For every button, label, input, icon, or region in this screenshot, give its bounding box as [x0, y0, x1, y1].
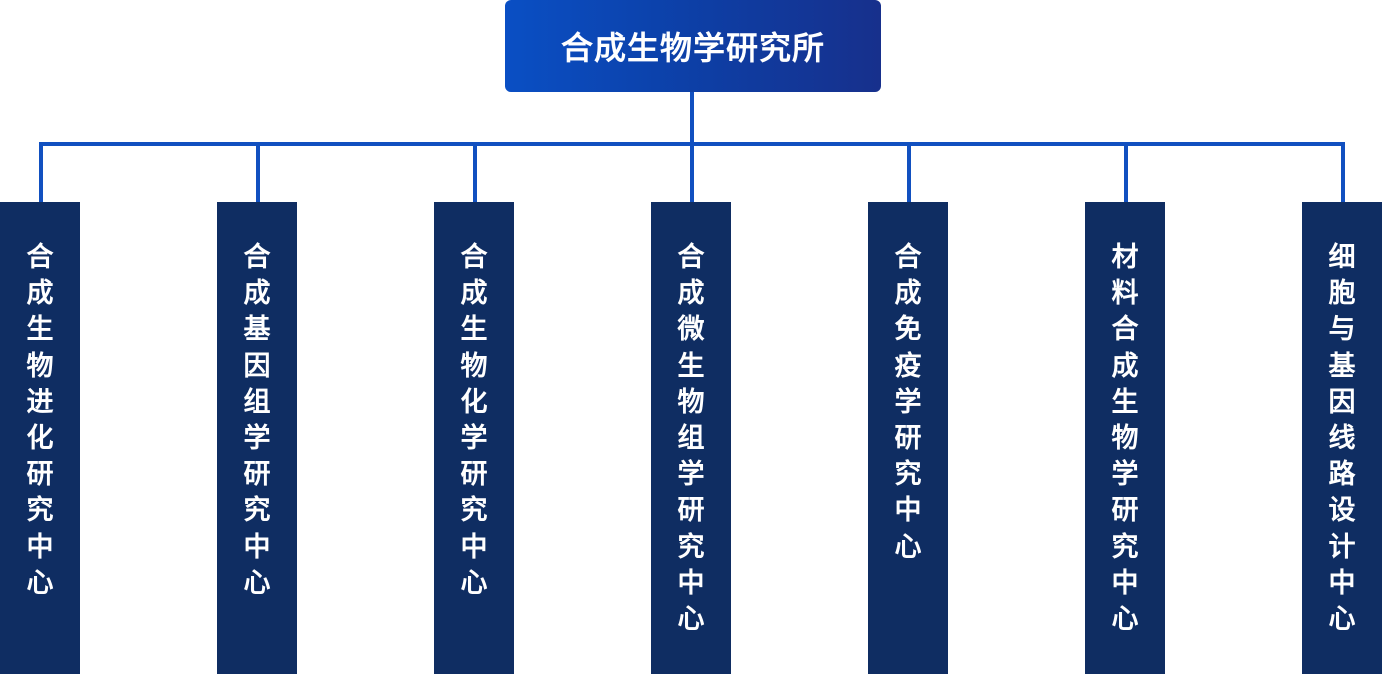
center-node-genomics: 合成基因组学研究中心 [217, 202, 297, 674]
center-node-immunology: 合成免疫学研究中心 [868, 202, 948, 674]
connector-drop-6 [1124, 142, 1128, 202]
connector-drop-5 [907, 142, 911, 202]
center-node-materials: 材料合成生物学研究中心 [1085, 202, 1165, 674]
center-node-gene-circuit: 细胞与基因线路设计中心 [1302, 202, 1382, 674]
center-node-biochemistry: 合成生物化学研究中心 [434, 202, 514, 674]
center-node-label: 合成基因组学研究中心 [243, 242, 271, 599]
center-node-label: 合成微生物组学研究中心 [677, 242, 705, 636]
center-node-label: 合成生物进化研究中心 [26, 242, 54, 599]
root-node-institute: 合成生物学研究所 [505, 0, 881, 92]
center-node-microbiome: 合成微生物组学研究中心 [651, 202, 731, 674]
center-node-label: 细胞与基因线路设计中心 [1328, 242, 1356, 636]
connector-drop-4 [690, 142, 694, 202]
center-node-label: 合成生物化学研究中心 [460, 242, 488, 599]
connector-drop-1 [39, 142, 43, 202]
connector-drop-3 [473, 142, 477, 202]
connector-drop-2 [256, 142, 260, 202]
center-node-label: 合成免疫学研究中心 [894, 242, 922, 563]
center-node-evolution: 合成生物进化研究中心 [0, 202, 80, 674]
center-node-label: 材料合成生物学研究中心 [1111, 242, 1139, 636]
connector-root-stem [690, 92, 694, 144]
connector-drop-7 [1341, 142, 1345, 202]
root-node-label: 合成生物学研究所 [560, 29, 825, 67]
